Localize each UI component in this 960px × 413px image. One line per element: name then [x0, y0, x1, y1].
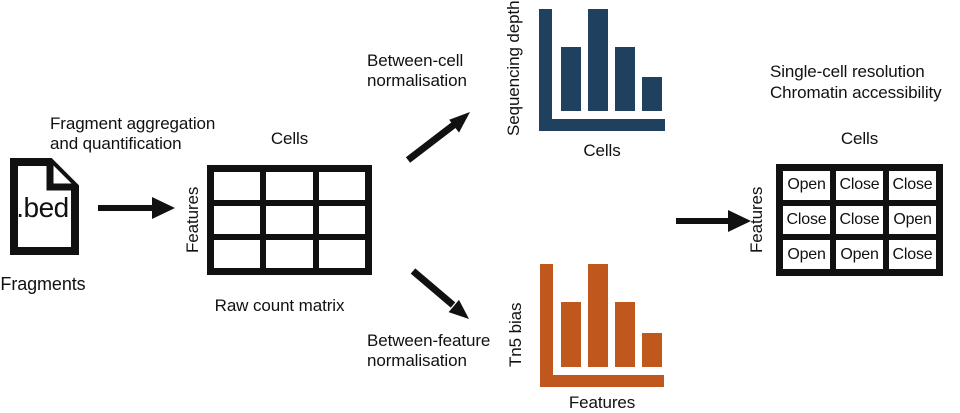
- sequencing-depth-xlabel: Cells: [583, 141, 621, 160]
- bar: [588, 264, 608, 367]
- x-axis: [540, 375, 664, 387]
- matrix-cell: [318, 172, 365, 200]
- result-title-line1: Single-cell resolution: [770, 62, 925, 81]
- matrix-cell: [266, 172, 313, 200]
- between-cell-line2: normalisation: [367, 71, 467, 90]
- between-feature-label: Between-feature normalisation: [367, 331, 490, 371]
- raw-matrix-features-label: Features: [183, 186, 202, 254]
- step1-label: Fragment aggregation and quantification: [50, 114, 215, 154]
- matrix-cell: [318, 206, 365, 234]
- bar: [615, 302, 635, 367]
- y-axis: [540, 264, 553, 387]
- tn5-bias-xlabel: Features: [568, 393, 636, 412]
- tn5-bias-ylabel: Tn5 bias: [506, 302, 525, 368]
- bar: [615, 46, 635, 111]
- tn5-bias-chart: Tn5 bias Features: [500, 249, 670, 413]
- matrix-cell: Close: [783, 205, 830, 235]
- raw-matrix-caption: Raw count matrix: [214, 296, 345, 315]
- matrix-cell: Close: [889, 240, 936, 269]
- result-title: Single-cell resolution Chromatin accessi…: [770, 61, 942, 103]
- result-title-line2: Chromatin accessibility: [770, 83, 942, 102]
- result-matrix-features-label: Features: [747, 186, 766, 254]
- bar: [588, 9, 608, 111]
- matrix-cell: [266, 240, 313, 268]
- step1-line2: and quantification: [50, 134, 182, 153]
- arrow-down-right-icon: [410, 268, 469, 319]
- result-matrix-cells-label: Cells: [840, 129, 879, 148]
- bed-file-icon: [10, 158, 79, 255]
- between-cell-label: Between-cell normalisation: [367, 51, 467, 91]
- bar-group: [561, 9, 662, 111]
- matrix-cell: [214, 172, 261, 200]
- matrix-cell: [214, 206, 261, 234]
- between-cell-line1: Between-cell: [367, 51, 464, 70]
- sequencing-depth-chart: Sequencing depth Cells: [500, 0, 670, 165]
- arrow-up-right-icon: [405, 112, 470, 163]
- bar: [561, 302, 581, 367]
- matrix-cell: Close: [836, 171, 883, 200]
- matrix-cell: Open: [783, 240, 830, 269]
- bar: [561, 46, 581, 111]
- x-axis: [539, 119, 665, 131]
- matrix-cell: [318, 240, 365, 268]
- arrow-right-icon: [98, 197, 175, 219]
- step1-line1: Fragment aggregation: [50, 114, 216, 133]
- sequencing-depth-ylabel: Sequencing depth: [504, 0, 523, 136]
- bed-file-extension: .bed: [16, 192, 69, 223]
- matrix-cell: Close: [889, 171, 936, 200]
- fragments-caption: Fragments: [0, 274, 86, 294]
- y-axis: [539, 9, 552, 131]
- matrix-cell: Close: [836, 205, 883, 235]
- between-feature-line2: normalisation: [367, 351, 467, 370]
- between-feature-line1: Between-feature: [367, 331, 491, 350]
- matrix-cell: Open: [889, 205, 936, 235]
- bar-group: [561, 264, 662, 367]
- raw-matrix-cells-label: Cells: [270, 129, 309, 148]
- matrix-cell: Open: [783, 171, 830, 200]
- bar: [642, 333, 662, 367]
- arrow-right-icon: [676, 210, 751, 232]
- matrix-cell: [214, 240, 261, 268]
- raw-count-matrix: [207, 165, 372, 275]
- matrix-cell: [266, 206, 313, 234]
- bar: [642, 77, 662, 111]
- matrix-cell: Open: [836, 240, 883, 269]
